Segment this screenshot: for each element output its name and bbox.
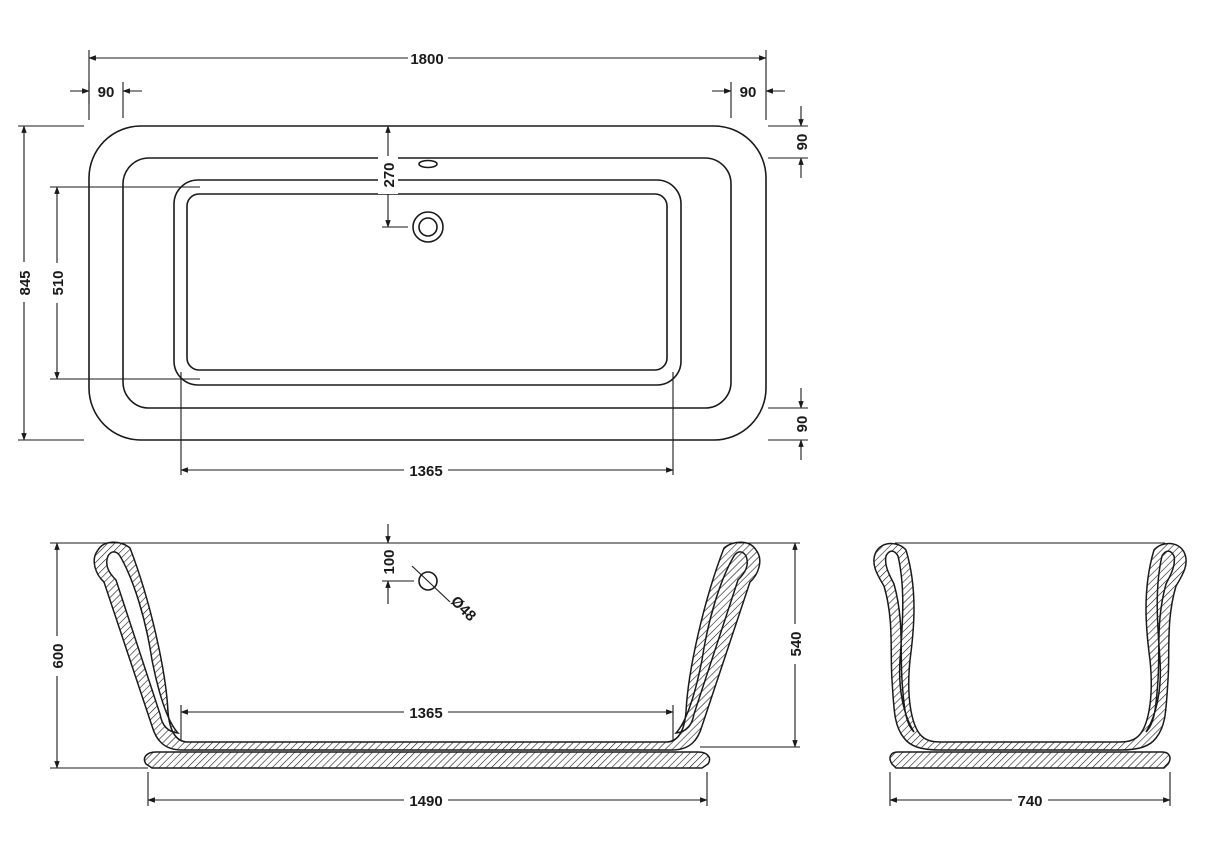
- dim-label-90-right: 90: [740, 84, 757, 101]
- overflow-slot: [418, 159, 438, 169]
- end-view: 740: [873, 542, 1187, 810]
- dim-label-100: 100: [381, 549, 398, 574]
- plan-inner-rim: [122, 157, 732, 409]
- dim-foot-width: 740: [889, 772, 1171, 810]
- dim-label-1365-plan: 1365: [409, 463, 442, 480]
- plan-bowl-inner: [186, 193, 668, 371]
- dim-waste-offset: 270: [378, 125, 408, 228]
- dim-label-90-top: 90: [794, 134, 811, 151]
- waste-outlet-inner: [418, 217, 438, 237]
- waste-outlet-outer: [412, 211, 444, 243]
- dim-label-1800: 1800: [410, 51, 443, 68]
- dim-label-90-bottom: 90: [794, 416, 811, 433]
- dim-base-width: 510: [48, 186, 200, 380]
- plan-view: 1800 90 90 90: [15, 49, 811, 480]
- dim-foot-length: 1490: [147, 772, 708, 810]
- side-overflow-hole: [418, 571, 438, 591]
- dim-rim-left: 90: [70, 82, 142, 118]
- dim-label-740: 740: [1017, 793, 1042, 810]
- dim-label-540: 540: [788, 631, 805, 656]
- dim-overall-length: 1800: [88, 49, 767, 120]
- dim-label-510: 510: [50, 270, 67, 295]
- side-shell: [93, 541, 761, 751]
- side-foot: [143, 751, 711, 769]
- dim-overall-height: 600: [48, 542, 67, 769]
- plan-outer-rim: [88, 125, 767, 441]
- dim-overflow-offset: 100: [381, 524, 414, 604]
- dim-label-90-left: 90: [98, 84, 115, 101]
- dim-label-600: 600: [50, 643, 67, 668]
- dim-overflow-diameter: Ø48: [411, 565, 479, 625]
- plan-bowl-outer: [173, 179, 682, 386]
- end-foot: [889, 751, 1171, 769]
- dim-label-1490: 1490: [409, 793, 442, 810]
- dim-rim-right: 90: [712, 82, 785, 118]
- dim-rim-bottom: 90: [768, 388, 811, 460]
- dim-label-dia48: Ø48: [447, 593, 479, 625]
- dim-label-845: 845: [17, 270, 34, 295]
- dim-plan-base-length: 1365: [180, 372, 674, 480]
- dim-label-1365-side: 1365: [409, 705, 442, 722]
- dim-rim-top: 90: [768, 106, 811, 178]
- dim-side-base-length: 1365: [180, 703, 674, 740]
- end-shell: [873, 542, 1187, 751]
- dim-overall-width: 845: [15, 125, 84, 441]
- dim-internal-depth: 540: [786, 542, 805, 748]
- side-view: 100 Ø48 600 540 1365: [48, 524, 805, 810]
- dim-label-270: 270: [381, 162, 398, 187]
